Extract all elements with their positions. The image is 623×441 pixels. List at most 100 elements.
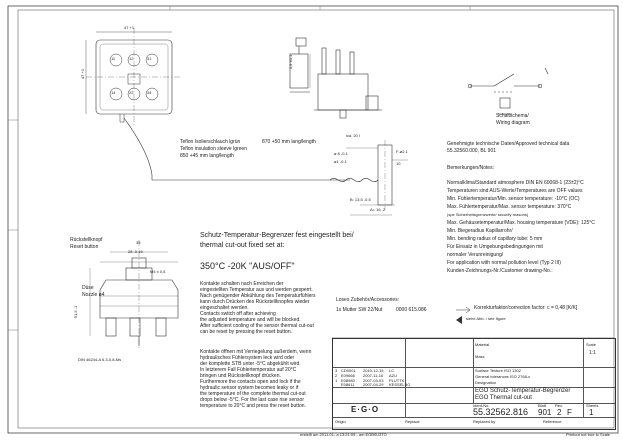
rev-name: LC [389,368,395,373]
side-view-small [289,37,311,93]
dim-d8: ø 8 -0.1 [334,151,348,156]
nozzle-en: Nozzle ø4 [82,292,105,298]
company-logo: E·G·O [351,405,380,414]
wiring-diagram [467,67,549,115]
mass-label: Mass [475,354,485,359]
spec-line: Kunden-Zeichnungs-Nr./Customer drawing-N… [447,268,553,274]
spec-line: Max. Fühlertemperatur/Max. sensor temper… [447,204,572,210]
paragraph-line: After sufficient cooling of the sensor t… [200,323,314,329]
scale-label: Scale [586,342,597,347]
paragraph-line: Kontakte öffnen mit Verriegelung außerde… [200,349,312,355]
accessories-number: 0000 615.086 [396,307,427,313]
dim-f: F-ø2.1 [396,149,408,154]
dim-height: 51,5 -1 [73,305,79,319]
sheet-label: Sheets [586,403,599,408]
spec-line: (spe Sicherheitsgrenzwerte/ security rea… [447,212,529,217]
paragraph-line: eingestellten Temperatur aus und werden … [200,287,313,293]
dim-small: 3,9 ±0,1 [288,54,294,70]
rev-change: E08611 [341,382,355,387]
spec-line: For application with normal pollution le… [447,260,561,266]
approval-number: 55.32560.000, BL 901 [447,148,497,154]
terminal-label: 34 [147,90,152,95]
accessories-label: Loses Zubehör/Accessories: [336,297,400,303]
paragraph-line: Kontakte schalten nach Erreichen der [200,281,284,287]
rev-change: CD0001 [341,368,356,373]
rev-name: AZU [389,373,397,378]
paragraph-line: can be reset by pressing the reset butto… [200,329,292,335]
part-label: Ident-No. [473,403,490,408]
heading-en: thermal cut-out fixed set at: [200,242,285,249]
rev-name: KESSELBG [389,382,411,387]
dim-lca: lca. 20 l [346,133,360,138]
dim-d1: ø1 -0.1 [334,159,347,164]
dim-b: B: 13,5 -0.5 [350,197,371,202]
paragraph-line: bringen und Rückstellknopf drücken. [200,373,281,379]
tolerance-label: General tolerances ISO 2768-c [475,374,531,379]
rev-no: 1 [335,378,338,383]
rev-no: 2 [335,373,338,378]
replace-label: Replace [405,419,420,424]
spec-line: Min. Fühlertemperatur/Min. sensor temper… [447,196,580,202]
capillary-length: 870 +50 mm lang/length [262,139,316,145]
dim-28: 28 -0.15 [128,249,143,254]
thermostat-side-view [89,240,179,348]
material-label: Material [475,342,490,347]
paragraph-line: Nach genügender Abkühlung des Temperatur… [200,293,316,299]
designation-label: Designation [475,380,497,385]
correction-factor: Korrekturfaktor/correction factor: c = 0… [474,305,578,311]
bl-label: Blatt [538,403,547,408]
replaced-by-label: Replaced by [473,419,496,424]
bl-value: 901 [538,408,552,417]
scale-value: 1:1 [589,350,596,356]
wiring-label-en: Wiring diagram [496,120,530,126]
temperature-sensor [329,140,408,216]
terminal-label: 22 [129,90,134,95]
sleeve-label-de: Teflon Isolierschlauch lgrün [180,139,241,145]
paragraph-line: the temperature of the complete thermal … [200,391,306,397]
din-label: DIN 46244-A 6.3-0,8-Ms [78,357,122,362]
part-number: 55.32562.816 [473,407,529,417]
rev-date: 2007-03-03 [363,378,384,383]
dim-top-height: 47 +1 [80,68,86,80]
sleeve-length: 850 +45 mm lang/length [180,153,234,159]
rev-value: 2 [557,408,562,417]
spec-line: Max. Gehäusetemperatur/Max. housing temp… [447,220,595,226]
rev-no: 3 [335,368,338,373]
dim-a: A= 16 -2 [370,207,386,212]
paragraph-line: hydraulisches Fühlersystem leck wird ode… [200,355,295,361]
paragraph-line: drops below -5°C. For the last case rise… [200,397,304,403]
terminal-label: 11 [111,56,116,61]
spec-line: Min. Biegeradius Kapillarrohr/ [447,228,513,234]
heading-de: Schutz-Temperatur-Begrenzer fest eingest… [200,232,354,239]
rev-change: E09666 [341,373,355,378]
rev-change: E08980 [341,378,355,383]
spec-line: Temperaturen sind AUS-Werte/Temperatures… [447,188,583,194]
footer-created: erstellt am 2011-01- a 13:21:09 - am EGB… [300,432,387,437]
terminal-label: 12 [129,56,134,61]
surface-label: Surface Texture ISO 1302 [475,368,521,373]
dim-m4: M4 x 0,5 [150,269,166,274]
spec-line: Min. bending radius of capillary tube: 5… [447,236,543,242]
reset-knob-de: Rückstellknopf [70,237,103,243]
paragraph-line: In letzterem Fall Fühlertemperatur auf 2… [200,367,297,373]
wiring-note: siehe Abb. / see figure [466,316,506,321]
designation-en: EGO Thermal cut-out [475,395,532,401]
print-note: Printout not true to Scale [566,432,611,437]
top-view [85,28,350,181]
paragraph-line: der komplette STB unter -5°C abgekühlt w… [200,361,301,367]
sheet-value: 1 [589,408,594,417]
format-value: F [567,408,572,417]
paragraph-line: eingeschaltet werden. [200,305,249,311]
paragraph-line: Contacts switch off after achieving [200,311,276,317]
origin-label: Origin [335,419,346,424]
thermostat-side-profile [314,47,382,119]
sleeve-label-en: Teflon insulation sleeve lgreen [180,146,247,152]
accessories-item: 1x Mutter SW 22/Nut [336,307,383,313]
paragraph-line: kann durch Drücken des Rückstellknopfes … [200,299,310,305]
dim-35: 35 [136,240,141,245]
rev-label: Rev. [555,403,563,408]
paragraph-line: temperature to 20°C and press the reset … [200,403,306,409]
rev-date: 2007-04-29 [363,382,384,387]
title-block: 3 CD0001 2010-12-15 LC 2 E09666 2007-11-… [332,338,616,430]
